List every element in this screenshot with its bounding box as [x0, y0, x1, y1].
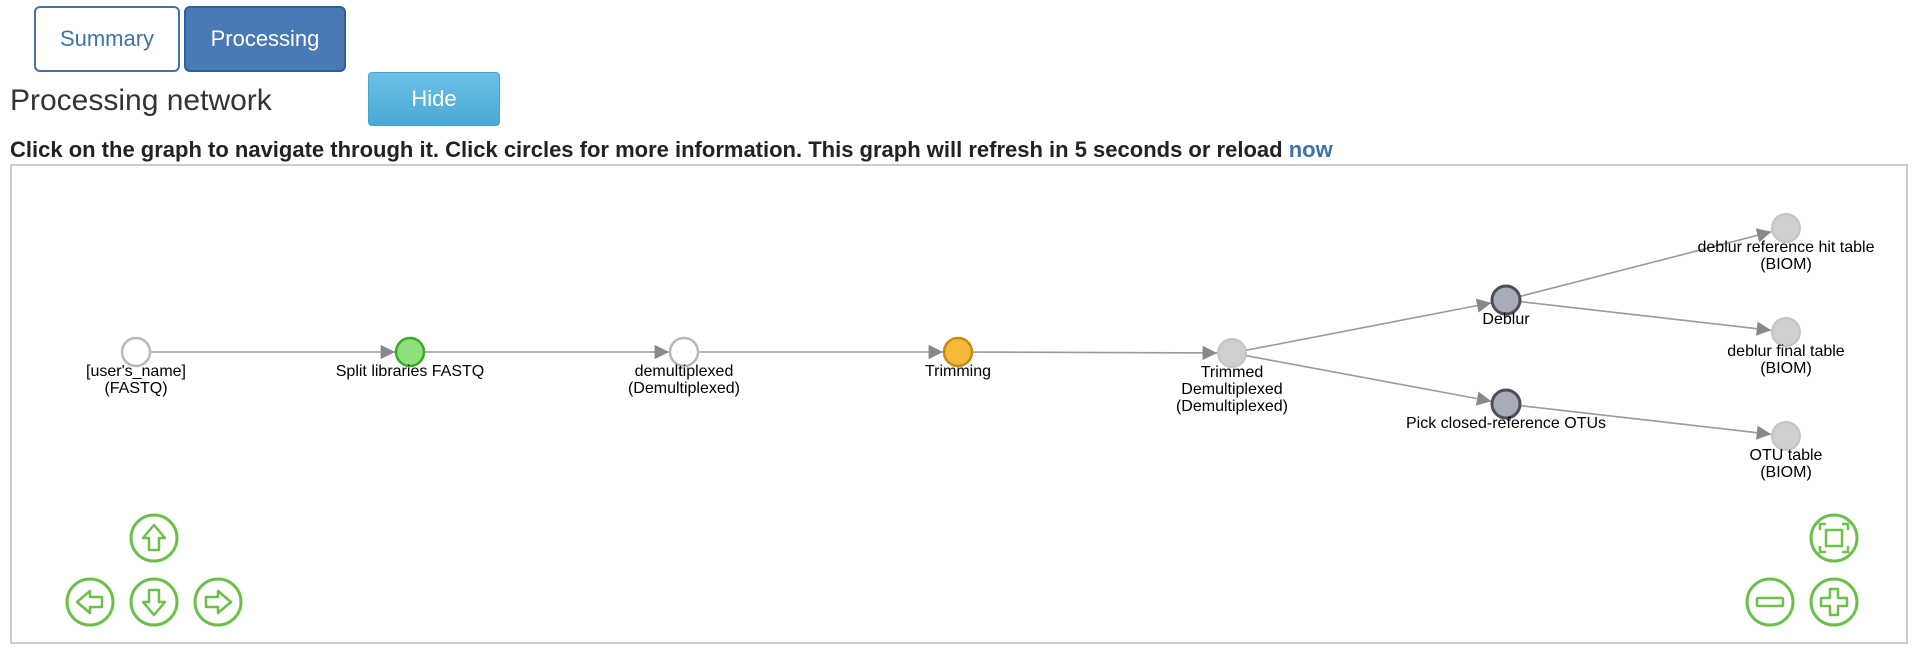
graph-node[interactable]: demultiplexed(Demultiplexed) [628, 336, 740, 397]
graph-node[interactable]: Deblur [1482, 284, 1530, 328]
section-title: Processing network [10, 84, 272, 117]
graph-edge-n6-n8 [1519, 228, 1772, 298]
hide-button[interactable]: Hide [368, 72, 500, 126]
processing-network-graph[interactable]: [user's_name](FASTQ) Split libraries FAST… [10, 164, 1908, 644]
tab-processing[interactable]: Processing [184, 6, 346, 72]
graph-node-circle[interactable] [1490, 388, 1522, 420]
graph-node-label: Trimmed [1201, 364, 1264, 381]
graph-node-circle[interactable] [668, 336, 700, 368]
graph-canvas[interactable]: [user's_name](FASTQ) Split libraries FAST… [12, 166, 1906, 642]
graph-node-label: Deblur [1482, 311, 1530, 328]
graph-node-circle[interactable] [1490, 284, 1522, 316]
fit-screen-icon[interactable] [1809, 513, 1859, 563]
graph-node-label: (FASTQ) [104, 380, 167, 397]
graph-edge-n7-n10 [1519, 404, 1772, 440]
graph-node-label: demultiplexed [635, 363, 734, 380]
graph-node-circle[interactable] [942, 336, 974, 368]
graph-node-label: Pick closed-reference OTUs [1406, 415, 1606, 432]
graph-edge-n6-n9 [1519, 300, 1772, 336]
graph-node-label: (Demultiplexed) [1176, 398, 1288, 415]
graph-node-circle[interactable] [120, 336, 152, 368]
graph-node[interactable]: [user's_name](FASTQ) [86, 336, 186, 397]
edges-layer [150, 228, 1772, 440]
graph-node[interactable]: deblur final table(BIOM) [1727, 317, 1845, 377]
graph-node-label: (BIOM) [1760, 464, 1812, 481]
graph-node[interactable]: Trimming [925, 336, 991, 380]
graph-node-circle[interactable] [394, 336, 426, 368]
zoom-out-icon[interactable] [1745, 577, 1795, 627]
zoom-in-icon[interactable] [1809, 577, 1859, 627]
graph-node[interactable]: Split libraries FASTQ [336, 336, 484, 380]
graph-node-label: Demultiplexed [1181, 381, 1282, 398]
graph-node-circle[interactable] [1771, 421, 1801, 451]
arrow-up-icon[interactable] [129, 513, 179, 563]
tab-summary[interactable]: Summary [34, 6, 180, 72]
tab-bar: Summary Processing [34, 6, 346, 72]
graph-node-circle[interactable] [1771, 317, 1801, 347]
instructions-text: Click on the graph to navigate through i… [10, 137, 1333, 163]
nodes-layer: [user's_name](FASTQ) Split libraries FAST… [86, 213, 1875, 481]
navigation-controls [65, 513, 1859, 627]
graph-node-label: Trimming [925, 363, 991, 380]
arrow-left-icon[interactable] [65, 577, 115, 627]
graph-node[interactable]: Pick closed-reference OTUs [1406, 388, 1606, 432]
graph-node-label: (BIOM) [1760, 360, 1812, 377]
instructions-message: Click on the graph to navigate through i… [10, 137, 1289, 162]
graph-edge-n5-n7 [1245, 354, 1492, 406]
graph-node-label: deblur final table [1727, 343, 1845, 360]
graph-node-label: (Demultiplexed) [628, 380, 740, 397]
graph-node-label: deblur reference hit table [1698, 239, 1875, 256]
arrow-down-icon[interactable] [129, 577, 179, 627]
graph-node-label: [user's_name] [86, 363, 186, 380]
graph-node-circle[interactable] [1771, 213, 1801, 243]
graph-node-circle[interactable] [1217, 338, 1247, 368]
graph-node[interactable]: deblur reference hit table(BIOM) [1698, 213, 1875, 273]
graph-node-label: OTU table [1750, 447, 1823, 464]
graph-node-label: (BIOM) [1760, 256, 1812, 273]
graph-node-label: Split libraries FASTQ [336, 363, 484, 380]
graph-edge-n4-n5 [971, 345, 1218, 361]
graph-node[interactable]: OTU table(BIOM) [1750, 421, 1823, 481]
reload-now-link[interactable]: now [1288, 137, 1333, 162]
graph-edge-n5-n6 [1245, 298, 1492, 352]
arrow-right-icon[interactable] [193, 577, 243, 627]
